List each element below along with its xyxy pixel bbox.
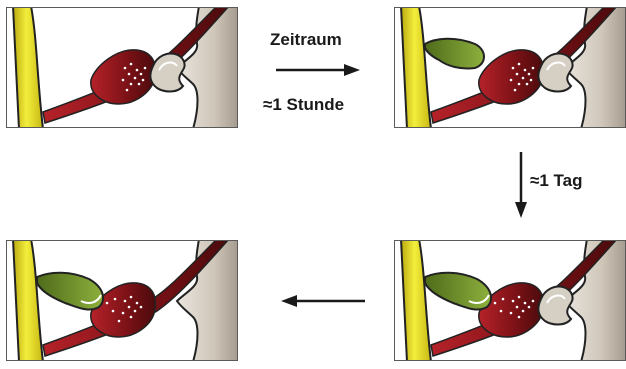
down-arrow-icon — [511, 150, 531, 222]
panel-final — [6, 240, 238, 361]
panel-initial — [6, 7, 238, 128]
right-arrow-icon — [274, 60, 364, 80]
left-arrow-icon — [277, 291, 367, 311]
panel-after-day — [394, 240, 626, 361]
one-day-label: ≈1 Tag — [530, 171, 582, 191]
panel-after-hour — [394, 7, 626, 128]
one-hour-label: ≈1 Stunde — [263, 95, 344, 115]
period-label: Zeitraum — [270, 30, 342, 50]
